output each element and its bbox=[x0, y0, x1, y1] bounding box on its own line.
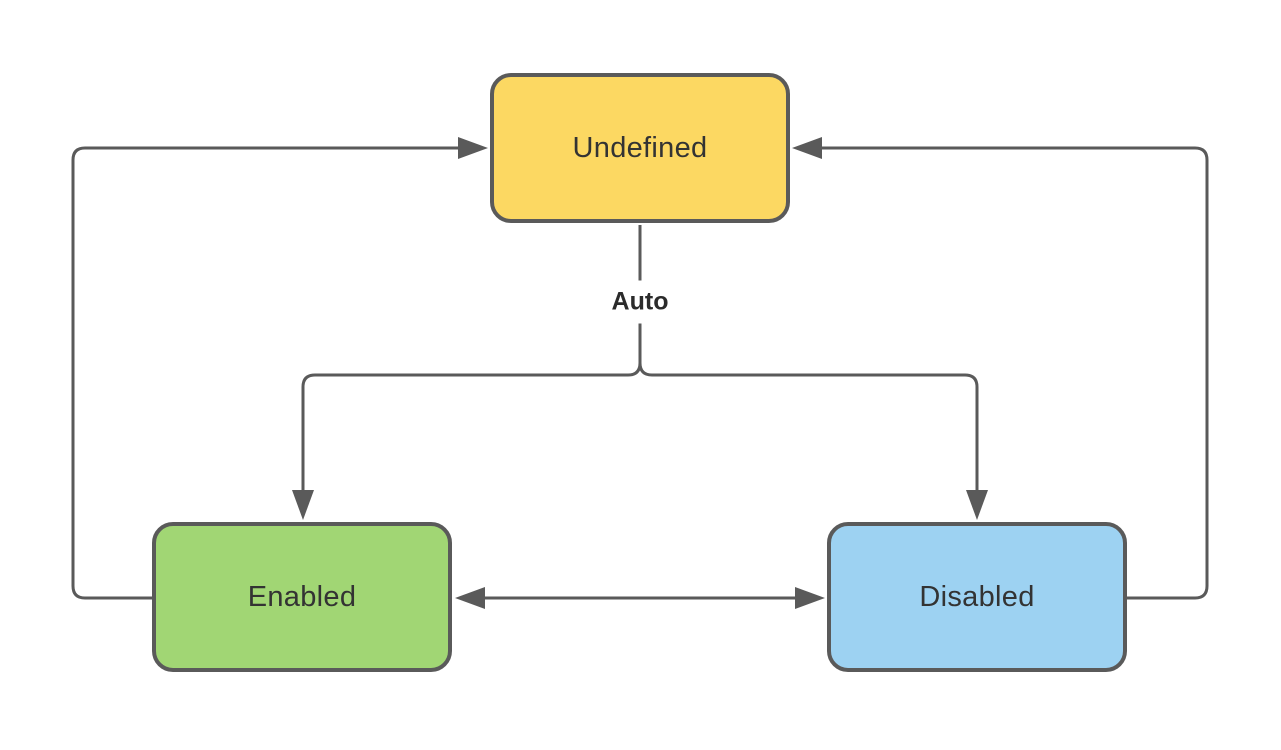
edge-enabled-disabled-left-arrowhead-icon bbox=[455, 587, 485, 609]
edge-enabled-to-undefined-arrowhead-icon bbox=[458, 137, 488, 159]
edge-undefined-to-disabled-arrowhead-icon bbox=[966, 490, 988, 520]
node-disabled-label: Disabled bbox=[919, 580, 1035, 613]
edge-undefined-to-enabled-arrowhead-icon bbox=[292, 490, 314, 520]
edge-label-auto: Auto bbox=[601, 280, 679, 324]
node-disabled[interactable]: Disabled bbox=[827, 522, 1127, 672]
node-undefined[interactable]: Undefined bbox=[490, 73, 790, 223]
node-enabled[interactable]: Enabled bbox=[152, 522, 452, 672]
edge-enabled-disabled-right-arrowhead-icon bbox=[795, 587, 825, 609]
edge-undefined-to-enabled-line bbox=[301, 225, 642, 490]
edge-enabled-to-undefined-line bbox=[71, 146, 458, 600]
edge-disabled-to-undefined-line bbox=[822, 146, 1209, 600]
edge-disabled-to-undefined-arrowhead-icon bbox=[792, 137, 822, 159]
node-enabled-label: Enabled bbox=[247, 580, 357, 613]
edge-undefined-to-disabled-line bbox=[638, 225, 979, 490]
node-undefined-label: Undefined bbox=[572, 131, 708, 164]
